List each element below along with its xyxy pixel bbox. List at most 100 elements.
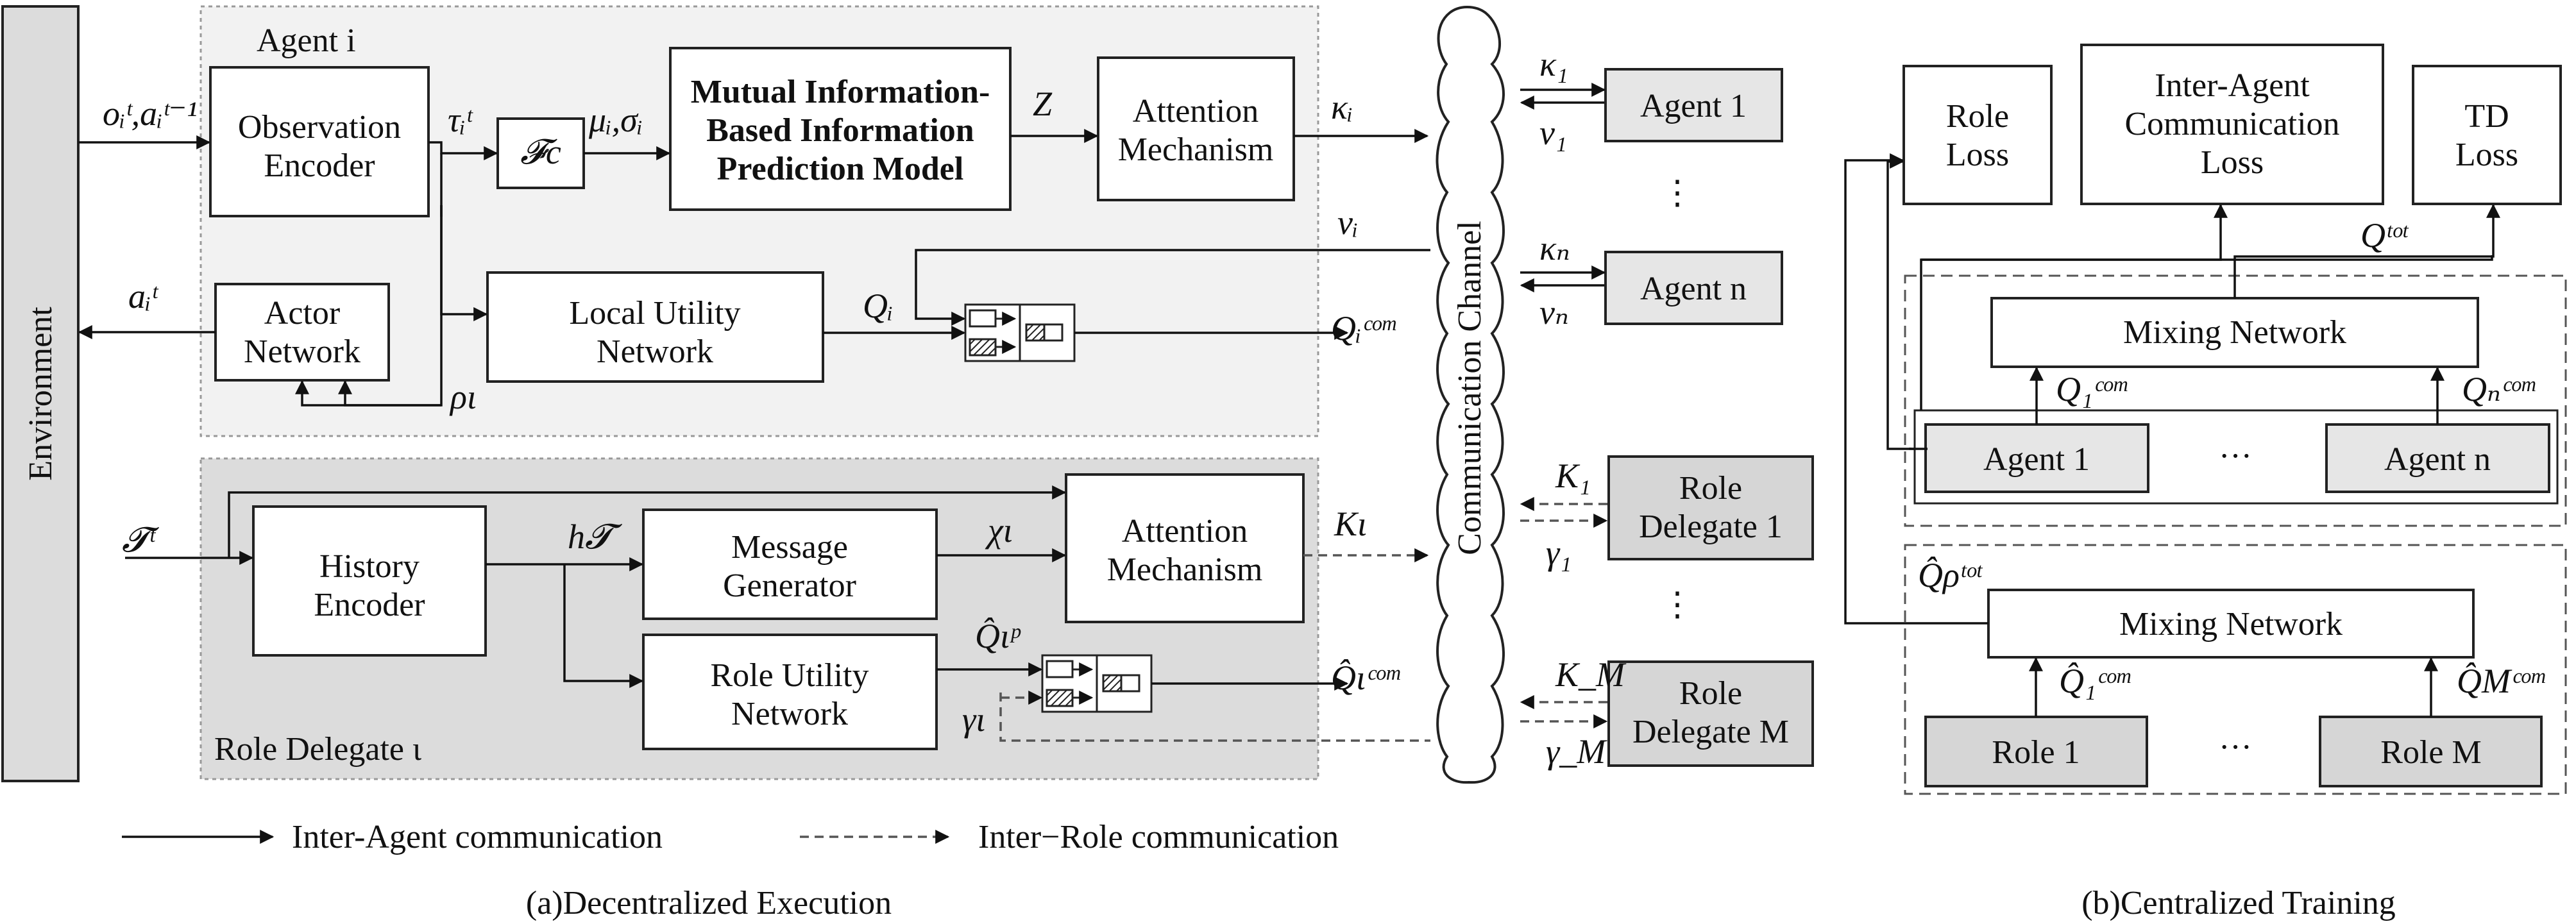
svg-text:Attention: Attention xyxy=(1133,93,1258,130)
training-agent-ellipsis: ··· xyxy=(2219,438,2252,475)
sym-q-hat-com-m: Q̂Mᶜᵒᵐ xyxy=(2457,662,2546,700)
svg-text:Role Utility: Role Utility xyxy=(711,657,869,694)
svg-text:Local Utility: Local Utility xyxy=(569,295,740,332)
role-region-label: Role Delegate ι xyxy=(214,731,421,768)
training-role-ellipsis: ··· xyxy=(2219,729,2252,766)
svg-text:Role 1: Role 1 xyxy=(1992,734,2080,771)
environment-label: Environment xyxy=(22,307,59,481)
sym-v-1: v₁ xyxy=(1539,113,1567,152)
history-encoder: History Encoder xyxy=(252,505,487,657)
message-generator: Message Generator xyxy=(642,508,938,620)
mixing-network-bottom: Mixing Network xyxy=(1987,589,2475,659)
td-loss-box: TD Loss xyxy=(2412,65,2562,205)
svg-text:Delegate M: Delegate M xyxy=(1632,714,1789,750)
svg-text:Network: Network xyxy=(731,696,848,732)
role-delegate-1-box: Role Delegate 1 xyxy=(1607,455,1814,560)
role-delegate-vdots: ⋮ xyxy=(1661,587,1694,623)
svg-text:Observation: Observation xyxy=(238,109,401,146)
agent-vdots: ⋮ xyxy=(1661,175,1694,212)
agent-n-box: Agent n xyxy=(1604,251,1783,325)
sym-a-out: aᵢᵗ xyxy=(128,277,159,315)
svg-text:Encoder: Encoder xyxy=(314,587,425,623)
svg-text:Role: Role xyxy=(1679,470,1742,507)
svg-text:𝓕c: 𝓕c xyxy=(520,133,561,171)
sym-q-hat-tot: Q̂ρᵗᵒᵗ xyxy=(1918,556,1983,594)
training-agent-1: Agent 1 xyxy=(1924,423,2149,493)
svg-text:Mechanism: Mechanism xyxy=(1118,131,1274,168)
agent-1-box: Agent 1 xyxy=(1604,68,1783,142)
sym-q-i: Qᵢ xyxy=(863,287,894,325)
combiner-role xyxy=(1041,654,1153,713)
svg-text:Communication Channel: Communication Channel xyxy=(1452,221,1488,555)
svg-text:Mixing Network: Mixing Network xyxy=(2123,314,2346,351)
bottom-training-region xyxy=(1904,544,2567,795)
sym-q-com-n: Qₙᶜᵒᵐ xyxy=(2462,370,2536,408)
sym-mu-sigma: μᵢ,σᵢ xyxy=(588,101,643,139)
sym-q-hat-com-1: Q̂₁ᶜᵒᵐ xyxy=(2059,662,2131,700)
legend-dashed-label: Inter−Role communication xyxy=(978,819,1339,855)
attention-mechanism-agent: Attention Mechanism xyxy=(1097,56,1295,201)
svg-text:Attention: Attention xyxy=(1122,513,1248,550)
role-delegate-m-box: Role Delegate M xyxy=(1607,660,1814,767)
caption-right: (b)Centralized Training xyxy=(2081,885,2396,921)
sym-k-1: K₁ xyxy=(1555,457,1591,495)
sym-k-iota: Kι xyxy=(1334,505,1367,543)
svg-text:Message: Message xyxy=(731,529,848,566)
fc-block: 𝓕c xyxy=(496,117,585,189)
solid-connectors xyxy=(78,83,2500,844)
sym-z: Z xyxy=(1033,85,1053,123)
svg-text:Role: Role xyxy=(1679,675,1742,712)
svg-text:Mutual Information-: Mutual Information- xyxy=(691,74,990,110)
svg-text:TD: TD xyxy=(2464,98,2509,135)
svg-text:Agent n: Agent n xyxy=(2384,441,2491,478)
svg-text:History: History xyxy=(319,548,419,585)
svg-text:Mixing Network: Mixing Network xyxy=(2119,606,2343,643)
role-utility-network: Role Utility Network xyxy=(642,634,938,750)
sym-kappa-1: κ₁ xyxy=(1539,45,1568,83)
svg-text:Loss: Loss xyxy=(2201,144,2264,181)
sym-kappa-n: κₙ xyxy=(1539,229,1570,267)
sym-k-m: K_M xyxy=(1555,655,1627,694)
svg-text:Mechanism: Mechanism xyxy=(1107,551,1263,588)
sym-v-i: vᵢ xyxy=(1337,203,1359,242)
sym-chi: χι xyxy=(985,511,1013,550)
svg-text:Encoder: Encoder xyxy=(264,147,375,184)
sym-gamma-1: γ₁ xyxy=(1546,533,1572,572)
environment-box xyxy=(1,5,80,782)
legend-solid-label: Inter-Agent communication xyxy=(292,819,663,855)
observation-encoder: Observation Encoder xyxy=(209,66,430,217)
sym-q-hat-com: Q̂ιᶜᵒᵐ xyxy=(1331,659,1401,697)
svg-text:Communication: Communication xyxy=(2124,106,2339,142)
svg-text:Agent 1: Agent 1 xyxy=(1640,88,1747,124)
sym-gamma-iota: γι xyxy=(962,700,985,739)
combiner-agent xyxy=(964,303,1076,362)
math-labels: oᵢᵗ,aᵢᵗ⁻¹ τᵢᵗ μᵢ,σᵢ Z κᵢ vᵢ aᵢᵗ Qᵢ Qᵢᶜᵒᵐ… xyxy=(103,45,2546,771)
communication-channel: Communication Channel xyxy=(1436,6,1505,784)
svg-text:Actor: Actor xyxy=(264,295,340,332)
mi-prediction-model: Mutual Information- Based Information Pr… xyxy=(669,47,1012,211)
sym-tau: τᵢᵗ xyxy=(448,101,473,139)
sym-kappa-i: κᵢ xyxy=(1331,88,1353,126)
sym-obs-in: oᵢᵗ,aᵢᵗ⁻¹ xyxy=(103,94,197,133)
svg-text:Network: Network xyxy=(244,333,360,370)
comm-loss-box: Inter-Agent Communication Loss xyxy=(2080,44,2384,205)
sym-t-in: 𝓣ᵗ xyxy=(122,521,160,559)
svg-text:Agent n: Agent n xyxy=(1640,271,1747,307)
role-loss-box: Role Loss xyxy=(1902,65,2053,205)
attention-mechanism-role: Attention Mechanism xyxy=(1065,473,1305,623)
actor-network: Actor Network xyxy=(214,283,390,382)
svg-text:Agent 1: Agent 1 xyxy=(1983,441,2090,478)
svg-text:Role: Role xyxy=(1946,98,2009,135)
sym-q-com-1: Q₁ᶜᵒᵐ xyxy=(2056,370,2128,408)
svg-text:Role M: Role M xyxy=(2380,734,2481,771)
sym-q-hat-rho: Q̂ιᵖ xyxy=(975,617,1021,655)
svg-text:Network: Network xyxy=(597,333,713,370)
sym-rho: ρι xyxy=(449,378,477,416)
svg-text:Loss: Loss xyxy=(1946,137,2009,173)
sym-q-tot: Qᵗᵒᵗ xyxy=(2360,216,2409,255)
training-agent-n: Agent n xyxy=(2325,423,2550,493)
local-utility-network: Local Utility Network xyxy=(486,271,824,383)
svg-text:Prediction Model: Prediction Model xyxy=(717,151,964,187)
